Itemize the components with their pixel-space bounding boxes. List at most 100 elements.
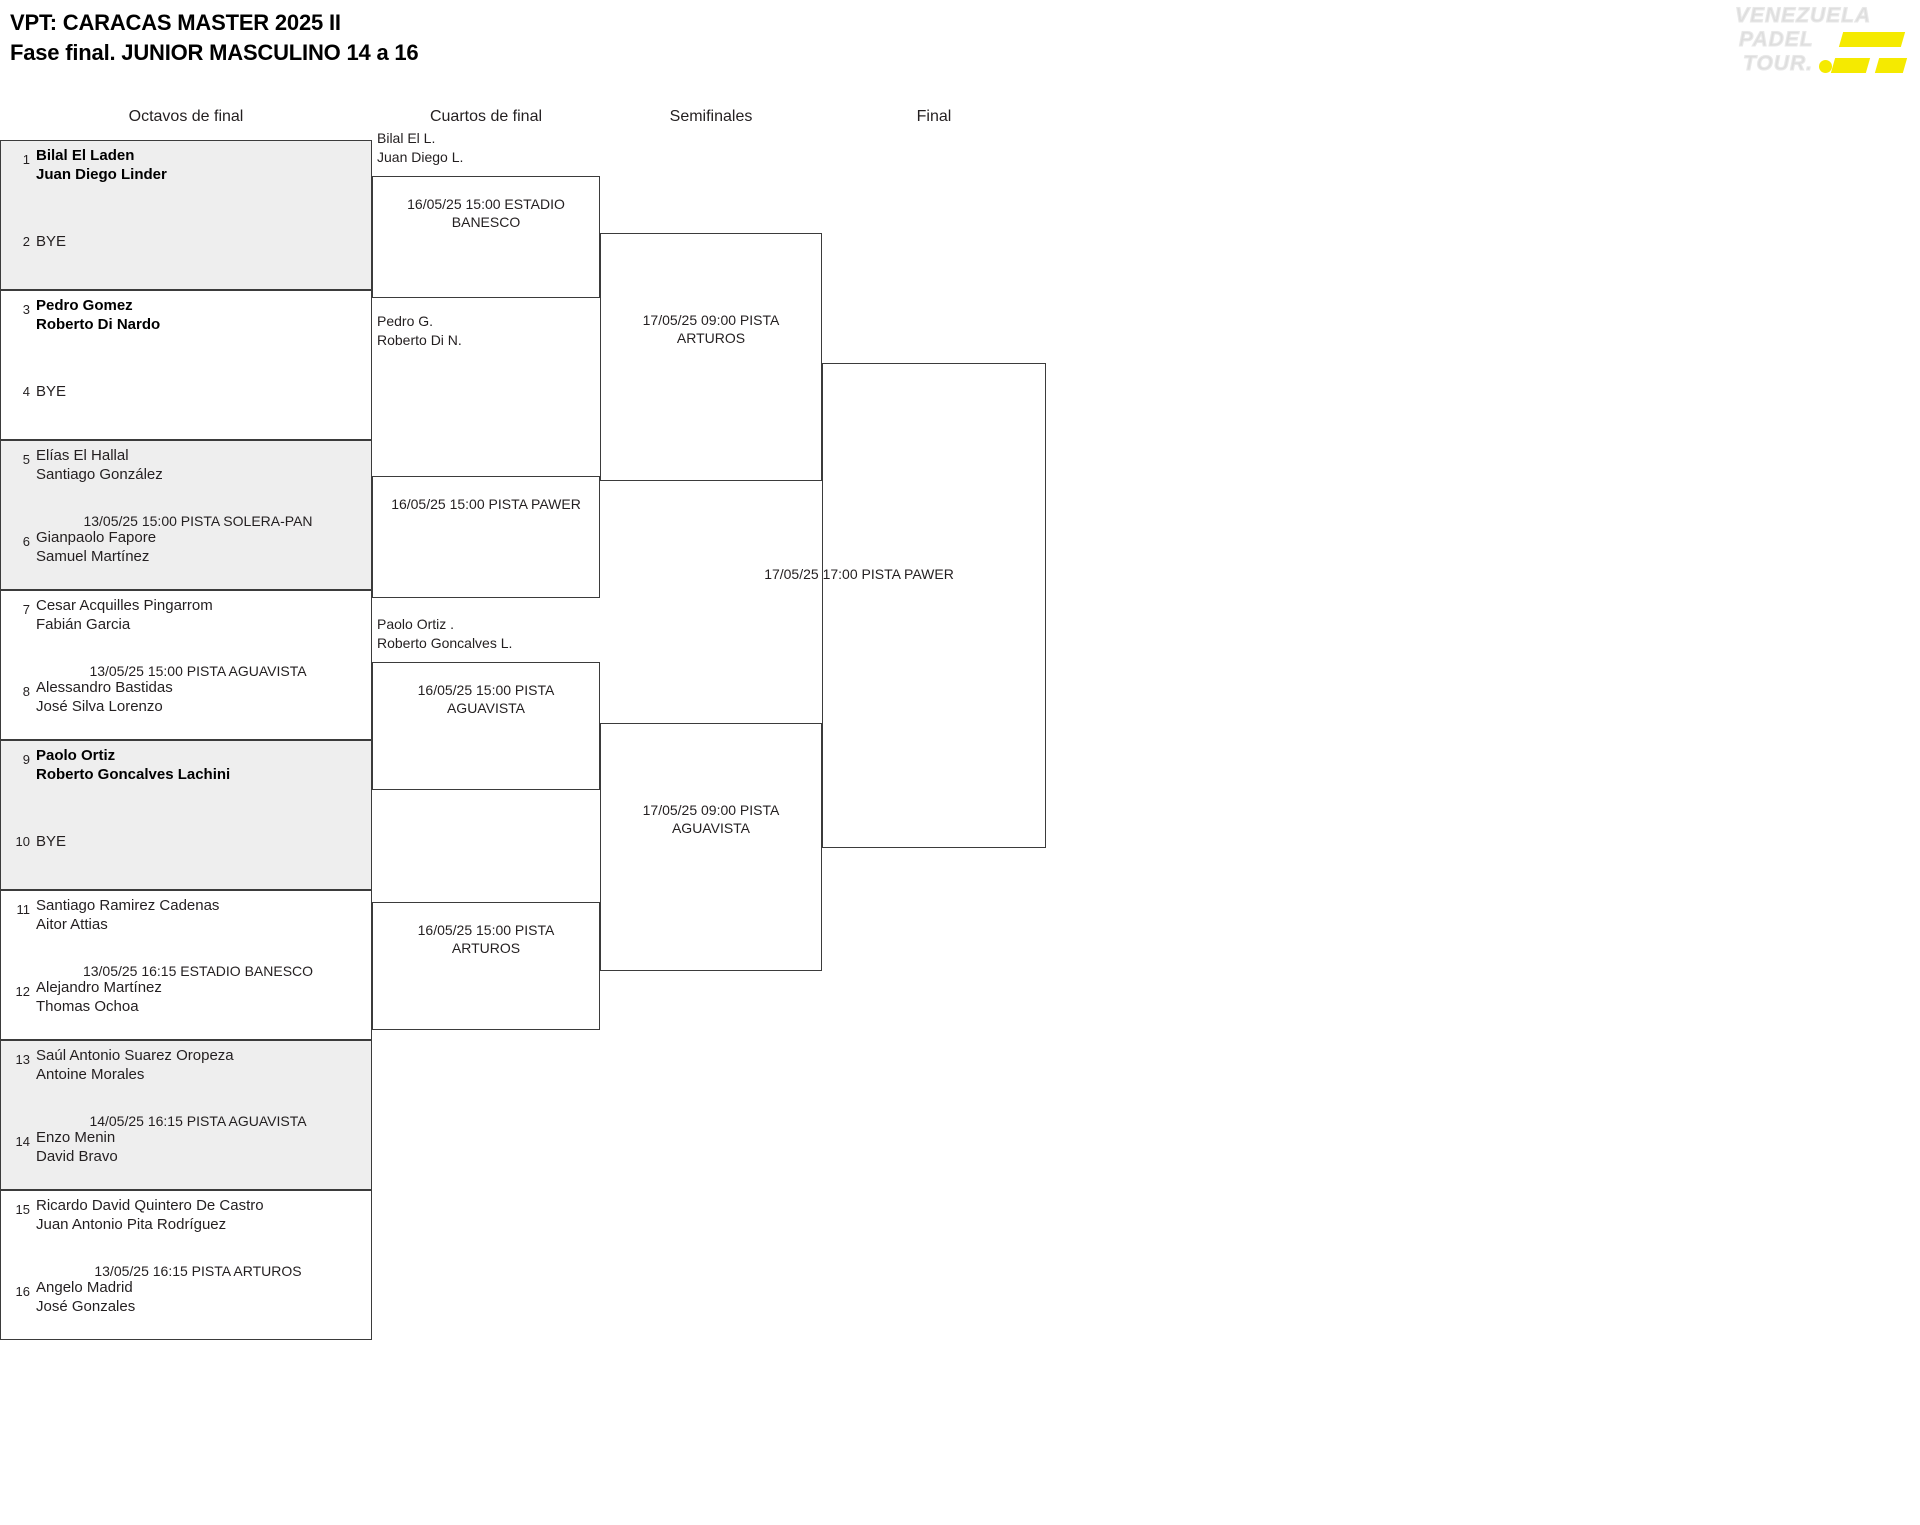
r16-match-block-2[interactable] (0, 290, 372, 440)
player-name: Pedro G. (377, 313, 434, 329)
final-match-schedule: 17/05/25 17:00 PISTA PAWER (764, 566, 954, 582)
r16-match-block-8[interactable] (0, 1190, 372, 1340)
round-header-semifinales: Semifinales (669, 108, 753, 125)
player-name: David Bravo (36, 1148, 118, 1166)
page-title: VPT: CARACAS MASTER 2025 II Fase final. … (10, 8, 910, 67)
player-name: Enzo Menin (36, 1129, 116, 1146)
r16-match-block-3[interactable] (0, 440, 372, 590)
seed-number-3: 3 (22, 302, 30, 317)
qf-match-schedule-1: 16/05/25 15:00 ESTADIO BANESCO (407, 196, 565, 231)
final-match-box[interactable] (822, 363, 1046, 848)
seed-number-14: 14 (15, 1134, 30, 1149)
player-name: Alessandro Bastidas (36, 679, 173, 696)
qf-bottom-team-1: Pedro G. Roberto Di N. (377, 312, 462, 350)
player-name: Fabián Garcia (36, 616, 131, 634)
player-name: Roberto Di N. (377, 331, 462, 348)
seed-number-15: 15 (15, 1202, 30, 1217)
player-name: Juan Diego L. (377, 148, 464, 165)
player-name: Paolo Ortiz (36, 747, 116, 764)
seed-number-6: 6 (22, 534, 30, 549)
player-name: Paolo Ortiz . (377, 616, 455, 632)
player-name: Angelo Madrid (36, 1279, 133, 1296)
r16-match-block-6[interactable] (0, 890, 372, 1040)
player-name: José Silva Lorenzo (36, 698, 163, 716)
qf-match-schedule-4: 16/05/25 15:00 PISTA ARTUROS (417, 922, 555, 957)
player-name: Saúl Antonio Suarez Oropeza (36, 1047, 234, 1064)
r16-match-schedule-7: 14/05/25 16:15 PISTA AGUAVISTA (89, 1113, 307, 1129)
round-header-octavos: Octavos de final (128, 108, 244, 125)
r16-match-schedule-3: 13/05/25 15:00 PISTA SOLERA-PAN (83, 513, 313, 529)
sf-match-box-2[interactable] (600, 723, 822, 971)
player-name: Roberto Goncalves L. (377, 634, 513, 651)
sf-match-schedule-1: 17/05/25 09:00 PISTA ARTUROS (642, 312, 780, 347)
qf-top-team-3: Paolo Ortiz . Roberto Goncalves L. (377, 615, 512, 653)
player-name: Roberto Goncalves Lachini (36, 766, 231, 784)
r16-match-block-7[interactable] (0, 1040, 372, 1190)
player-name: Roberto Di Nardo (36, 316, 161, 334)
tournament-name: VPT: CARACAS MASTER 2025 II (10, 10, 341, 35)
r16-match-schedule-4: 13/05/25 15:00 PISTA AGUAVISTA (89, 663, 307, 679)
round-header-cuartos: Cuartos de final (429, 108, 543, 125)
logo-dot-shape (1819, 60, 1832, 73)
player-name: Santiago González (36, 466, 163, 484)
seed-number-8: 8 (22, 684, 30, 699)
player-name: Gianpaolo Fapore (36, 529, 157, 546)
sf-match-schedule-2: 17/05/25 09:00 PISTA AGUAVISTA (642, 802, 780, 837)
qf-match-box-4[interactable] (372, 902, 600, 1030)
seed-number-9: 9 (22, 752, 30, 767)
bye-label: BYE (36, 233, 67, 250)
round-header-final: Final (916, 108, 952, 125)
logo-line-tour: TOUR. (1743, 52, 1813, 76)
r16-match-schedule-8: 13/05/25 16:15 PISTA ARTUROS (94, 1263, 302, 1279)
bye-label: BYE (36, 833, 67, 850)
qf-match-box-2[interactable] (372, 476, 600, 598)
seed-number-1: 1 (22, 152, 30, 167)
seed-number-10: 10 (15, 834, 30, 849)
r16-match-block-4[interactable] (0, 590, 372, 740)
qf-match-box-3[interactable] (372, 662, 600, 790)
seed-number-2: 2 (22, 234, 30, 249)
logo-line-padel: PADEL (1739, 28, 1814, 52)
player-name: Bilal El Laden (36, 147, 135, 164)
player-name: Pedro Gomez (36, 297, 133, 314)
r16-slot-seed-10[interactable]: 10 BYE (0, 826, 372, 884)
player-name: Aitor Attias (36, 916, 108, 934)
r16-match-block-5[interactable] (0, 740, 372, 890)
player-name: Antoine Morales (36, 1066, 145, 1084)
seed-number-11: 11 (16, 902, 31, 917)
seed-number-16: 16 (15, 1284, 30, 1299)
r16-match-block-1[interactable] (0, 140, 372, 290)
r16-slot-seed-2[interactable]: 2 BYE (0, 226, 372, 284)
seed-number-7: 7 (22, 602, 30, 617)
qf-match-schedule-2: 16/05/25 15:00 PISTA PAWER (391, 496, 581, 512)
sf-match-box-1[interactable] (600, 233, 822, 481)
qf-match-box-1[interactable] (372, 176, 600, 298)
venezuela-padel-tour-logo: VENEZUELA PADEL TOUR. (1729, 2, 1914, 84)
player-name: Juan Diego Linder (36, 166, 167, 184)
